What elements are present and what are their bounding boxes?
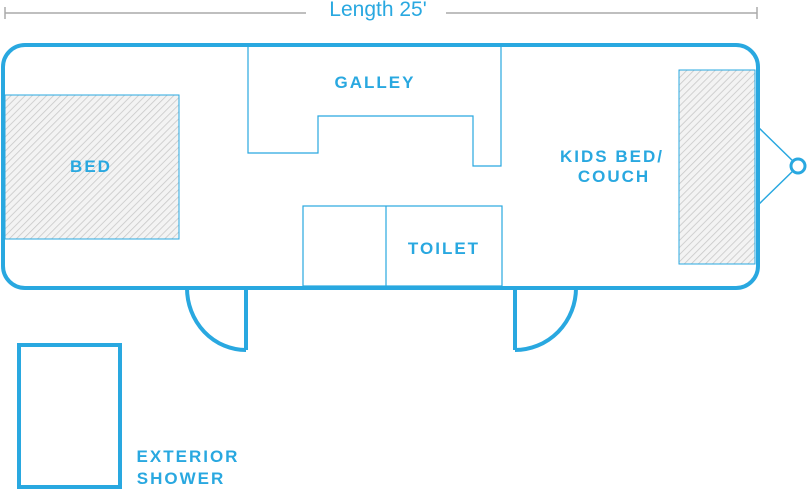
kids-bed-label-line2: COUCH bbox=[578, 167, 650, 186]
trailer-outline bbox=[1, 43, 760, 290]
exterior-shower bbox=[17, 343, 122, 489]
bed bbox=[4, 94, 180, 240]
door-right bbox=[513, 287, 578, 352]
kids-bed-couch bbox=[678, 69, 756, 265]
kids-bed-label-line1: KIDS BED/ bbox=[560, 147, 664, 166]
shower-label-line1: EXTERIOR bbox=[137, 447, 240, 466]
bathroom bbox=[302, 205, 503, 287]
bed-label: BED bbox=[70, 157, 112, 176]
galley-counter bbox=[247, 47, 502, 167]
toilet-label: TOILET bbox=[408, 239, 480, 258]
tow-hitch bbox=[756, 125, 807, 207]
door-left bbox=[185, 287, 248, 352]
length-dimension: Length 25' bbox=[4, 0, 758, 21]
galley-label: GALLEY bbox=[335, 73, 416, 92]
shower-label-line2: SHOWER bbox=[137, 469, 226, 488]
length-label: Length 25' bbox=[329, 0, 426, 21]
